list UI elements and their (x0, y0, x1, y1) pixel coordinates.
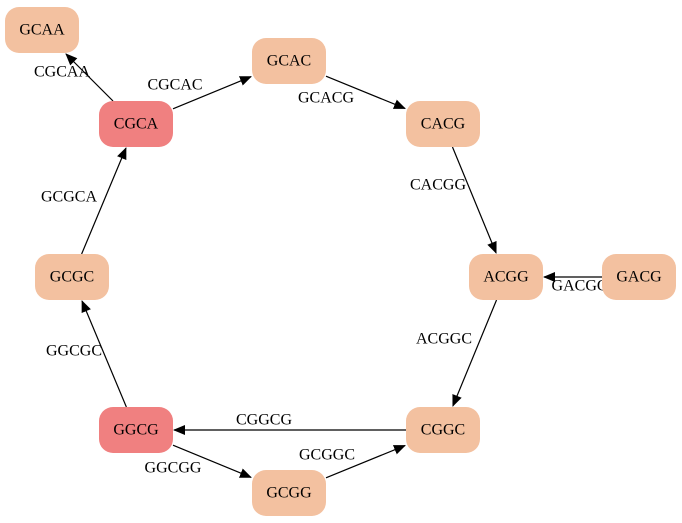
node-gacg: GACG (602, 254, 676, 300)
node-box (406, 407, 480, 453)
edge-acgg-cggc: ACGGC (416, 299, 498, 407)
edge-label: ACGGC (416, 331, 472, 348)
edge-cgca-gcac: CGCAC (147, 76, 252, 110)
edge-label: GCGCA (41, 189, 97, 206)
node-label: ACGG (483, 269, 529, 286)
edge-label: GCGGC (299, 447, 355, 464)
edge-gcgg-cggc: GCGGC (299, 444, 406, 479)
node-label: GACG (616, 269, 662, 286)
edges-layer: CGCAACGCACGCACGCACGGGACGGACGGCCGGCGGGCGG… (34, 53, 609, 479)
edge-cgca-gcaa: CGCAA (34, 53, 114, 102)
edge-arrow (81, 300, 127, 408)
node-label: CGGC (421, 422, 465, 439)
node-label: CACG (421, 116, 466, 133)
node-gcac: GCAC (252, 38, 326, 84)
edge-ggcg-gcgc: GGCGC (46, 300, 127, 408)
node-label: GGCG (113, 422, 159, 439)
node-gcgc: GCGC (35, 254, 109, 300)
edge-label: GCACG (298, 90, 354, 107)
edge-arrow (325, 75, 406, 110)
node-box (469, 254, 543, 300)
edge-cggc-ggcg: CGGCG (173, 412, 406, 435)
edge-arrow (65, 53, 114, 102)
edge-gcac-cacg: GCACG (298, 75, 406, 110)
node-box (99, 101, 173, 147)
node-cacg: CACG (406, 101, 480, 147)
node-acgg: ACGG (469, 254, 543, 300)
edge-label: CACGG (410, 177, 466, 194)
edge-arrow (325, 444, 406, 479)
edge-arrow (172, 76, 252, 110)
edge-ggcg-gcgg: GGCGG (145, 444, 252, 478)
node-gcgg: GCGG (252, 470, 326, 516)
edge-label: CGCAA (34, 64, 90, 81)
edge-arrow (81, 147, 127, 255)
node-box (252, 470, 326, 516)
node-gcaa: GCAA (5, 7, 79, 53)
edge-label: GGCGC (46, 343, 102, 360)
edge-arrow (451, 146, 497, 254)
node-box (99, 407, 173, 453)
edge-label: CGCAC (147, 77, 202, 94)
node-label: GCGG (266, 485, 312, 502)
node-cggc: CGGC (406, 407, 480, 453)
node-box (252, 38, 326, 84)
edge-label: CGGCG (236, 412, 292, 429)
edge-label: GACGG (552, 278, 609, 295)
edge-arrow (452, 299, 498, 407)
node-label: GCAC (267, 53, 311, 70)
edge-label: GGCGG (145, 460, 202, 477)
node-label: CGCA (114, 116, 159, 133)
node-box (602, 254, 676, 300)
node-ggcg: GGCG (99, 407, 173, 453)
edge-cacg-acgg: CACGG (410, 146, 497, 254)
node-box (5, 7, 79, 53)
edge-gacg-acgg: GACGG (543, 272, 609, 295)
node-label: GCGC (50, 269, 94, 286)
edge-gcgc-cgca: GCGCA (41, 147, 127, 255)
node-box (35, 254, 109, 300)
nodes-layer: GCAA GCAC CGCA CACG GCGC ACGG GACG GGCG CGGC GCGG (5, 7, 676, 516)
edge-arrow (172, 444, 252, 478)
node-label: GCAA (19, 22, 65, 39)
node-cgca: CGCA (99, 101, 173, 147)
node-box (406, 101, 480, 147)
